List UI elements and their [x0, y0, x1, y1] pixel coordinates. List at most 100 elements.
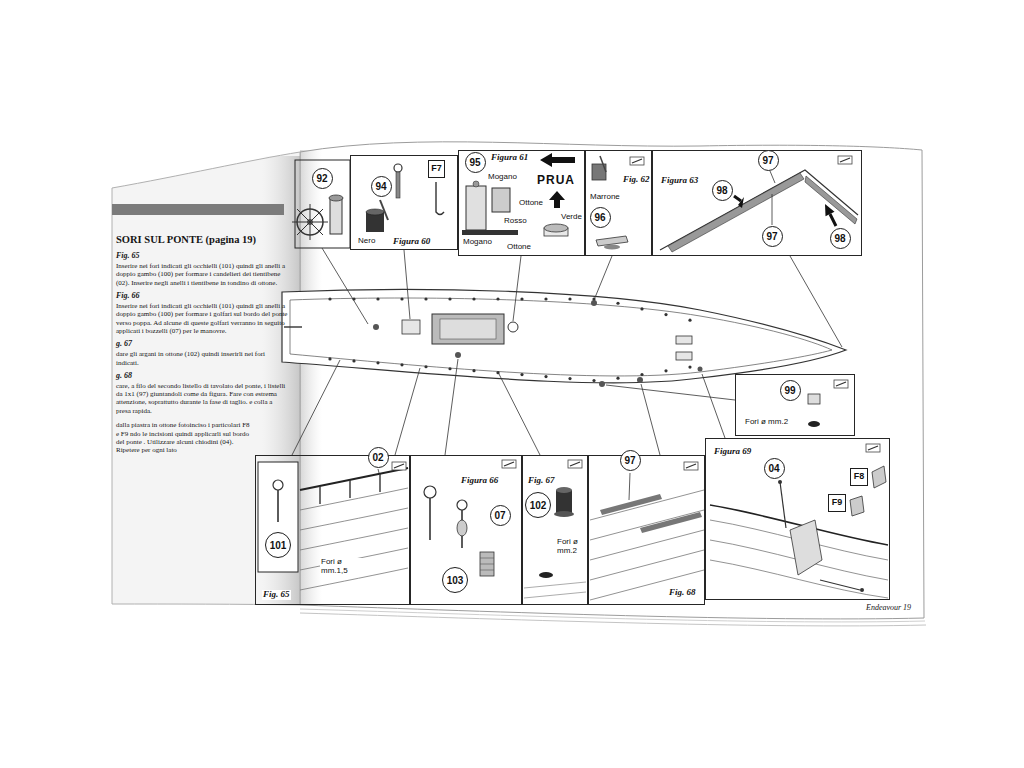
belaying-pin — [352, 297, 355, 300]
eyebolt-ring — [424, 486, 436, 498]
callout-circle: 94 — [371, 176, 392, 197]
callout-circle: 98 — [712, 180, 733, 201]
deck-fitting — [455, 352, 461, 358]
deck-fitting — [599, 381, 605, 387]
figure-panel: Figura 61MoganoPRUAOttoneVerdeRossoMogan… — [458, 150, 585, 256]
deck-fitting — [637, 377, 643, 383]
belaying-pin — [376, 361, 379, 364]
belaying-pin — [616, 302, 619, 305]
part-code: F8 — [854, 472, 865, 482]
paint-pot-top — [366, 209, 384, 215]
leader-line — [770, 171, 775, 225]
tool-icon-blade — [632, 159, 642, 163]
figure-label: Fig. 68 — [668, 588, 697, 598]
figure-panel: MarroneFig. 6296 — [585, 150, 652, 256]
tool-icon-frame — [568, 460, 582, 468]
leader-line — [378, 469, 379, 473]
belaying-pin — [568, 377, 571, 380]
belaying-pin — [544, 297, 547, 300]
part-code: F7 — [431, 164, 442, 174]
belaying-pin — [424, 365, 427, 368]
thread-lines — [480, 558, 494, 570]
direction-arrow — [540, 153, 575, 167]
f9-plate — [850, 496, 864, 516]
part-code-box: F8 — [850, 468, 868, 486]
part-code: F9 — [832, 498, 843, 508]
hull-planks — [300, 488, 408, 590]
bollard — [330, 198, 342, 234]
bollard-top — [329, 195, 343, 201]
belaying-pin — [688, 365, 691, 368]
callout-number: 98 — [834, 233, 845, 244]
callout-circle: 97 — [762, 226, 783, 247]
rail — [300, 468, 408, 490]
callout-number: 97 — [762, 155, 773, 166]
instruction-text: Inserire nei fori indicati gli occhielli… — [116, 302, 288, 336]
callout-number: 101 — [270, 540, 287, 551]
instruction-column: SORI SUL PONTE (pagina 19) Fig. 65 Inserir… — [116, 234, 288, 455]
figure-panel: Fori ø mm.1,5Fig. 6502101 — [255, 455, 410, 605]
callout-number: 97 — [766, 231, 777, 242]
callout-number: 95 — [469, 157, 480, 168]
callout-number: 97 — [624, 455, 635, 466]
tool-icons — [392, 156, 880, 470]
brush — [380, 200, 388, 220]
belaying-pin — [352, 359, 355, 362]
figure-heading: Fig. 65 — [116, 252, 288, 261]
hull-planks — [710, 520, 888, 598]
page-title: SORI SUL PONTE (pagina 19) — [116, 234, 288, 245]
callout-circle: 92 — [312, 168, 333, 189]
callout-number: 98 — [716, 185, 727, 196]
belaying-pin — [448, 297, 451, 300]
callout-number: 02 — [372, 452, 383, 463]
wheel-spokes — [292, 204, 328, 240]
callout-number: 102 — [530, 500, 547, 511]
left-page — [112, 152, 300, 605]
hatch — [676, 352, 692, 360]
eyebolt-ring — [394, 164, 402, 172]
deckhouse — [432, 314, 504, 344]
callout-circle: 97 — [758, 150, 779, 171]
belaying-pin — [616, 377, 619, 380]
callout-number: 99 — [784, 385, 795, 396]
capstan-top — [556, 487, 572, 493]
callout-circle: 07 — [490, 505, 511, 526]
belaying-pin — [664, 313, 667, 316]
figure-panel: Fig. 68 97 — [588, 455, 705, 605]
figure-label: Figura 66 — [460, 476, 499, 486]
hatch — [402, 320, 420, 334]
deck-fitting — [698, 367, 703, 372]
callout-circle: 99 — [780, 380, 801, 401]
part-name: Rosso — [503, 217, 528, 226]
part-name: Fori ø mm.1,5 — [320, 558, 364, 576]
figure-heading: g. 68 — [116, 372, 288, 381]
part-name: Nero — [357, 237, 376, 246]
tool-icon — [684, 462, 698, 470]
callout-circle: 02 — [368, 447, 389, 468]
figure-panel: Figura 6397989897 — [652, 150, 862, 256]
hatch — [676, 336, 692, 344]
belaying-pin — [472, 297, 475, 300]
callout-number: 94 — [375, 181, 386, 192]
callout-circle: 04 — [764, 458, 785, 479]
deck-outline — [282, 289, 846, 382]
callout-circle: 101 — [265, 532, 291, 558]
belaying-pin — [376, 297, 379, 300]
block — [457, 520, 467, 536]
tool-icon-frame — [630, 157, 644, 165]
part-code-box: F9 — [828, 494, 846, 512]
part-name: Verde — [560, 213, 583, 222]
deck-planks — [590, 490, 704, 600]
deck-planks — [524, 582, 586, 598]
tool-icon-frame — [838, 156, 852, 164]
capstan-base — [554, 511, 574, 517]
tiller — [284, 326, 302, 327]
figure-label: Figura 61 — [490, 153, 529, 163]
f8-plate — [872, 466, 886, 488]
belaying-pin — [520, 297, 523, 300]
capstan — [556, 490, 572, 514]
page-footer: Endeavour 19 — [866, 604, 911, 613]
deckhouse-roof — [440, 319, 496, 339]
tool-icon-blade — [394, 464, 404, 468]
callout-number: 92 — [316, 173, 327, 184]
